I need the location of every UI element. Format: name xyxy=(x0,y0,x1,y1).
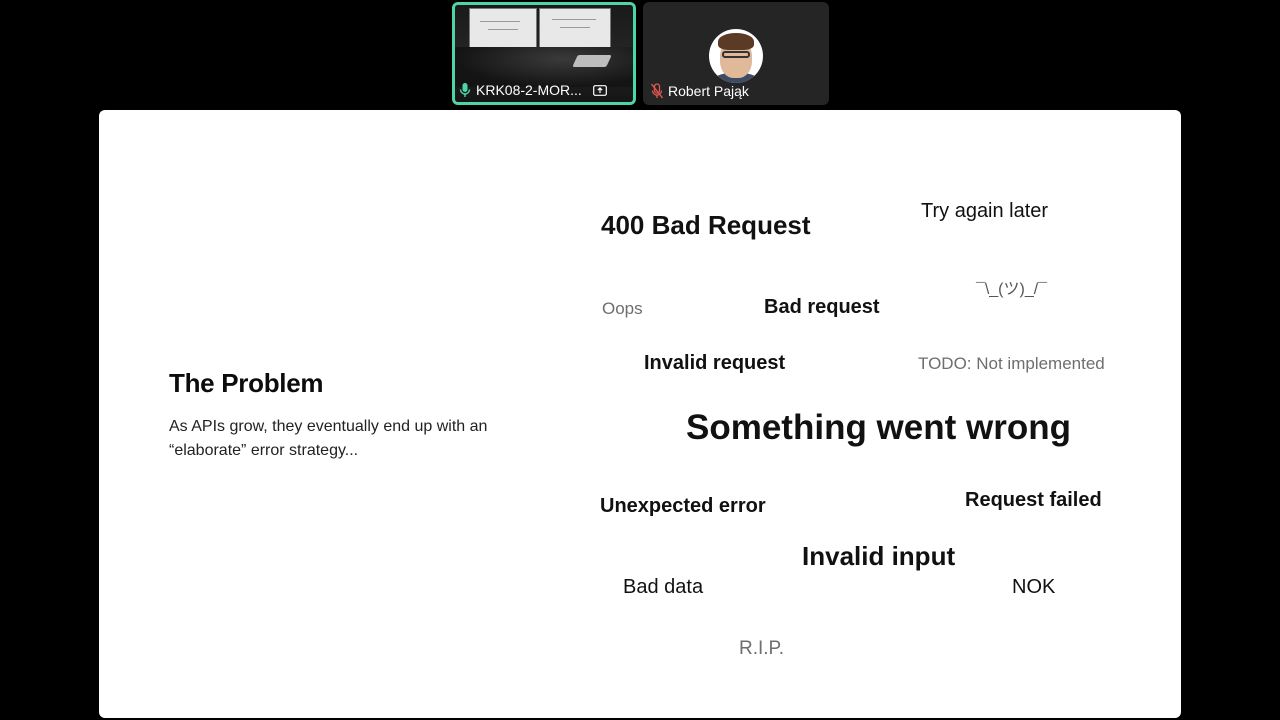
error-message-try-again-later: Try again later xyxy=(921,200,1049,222)
shared-slide: The Problem As APIs grow, they eventuall… xyxy=(99,110,1181,718)
slide-title: The Problem xyxy=(169,368,324,398)
slide-body-line-1: As APIs grow, they eventually end up wit… xyxy=(169,418,488,435)
error-message-bad-request: Bad request xyxy=(764,296,880,318)
mic-on-icon xyxy=(459,83,471,97)
error-message-oops: Oops xyxy=(602,299,643,318)
participant-name: KRK08-2-MOR... xyxy=(476,82,582,98)
avatar xyxy=(709,29,763,83)
room-table xyxy=(572,55,612,67)
participant-tile-room[interactable]: KRK08-2-MOR... xyxy=(452,2,636,105)
participant-tile-person[interactable]: Robert Pająk xyxy=(643,2,829,105)
error-message-nok: NOK xyxy=(1012,576,1056,598)
error-message-request-failed: Request failed xyxy=(965,489,1102,511)
participant-label-room: KRK08-2-MOR... xyxy=(459,82,607,98)
slide-body: As APIs grow, they eventually end up wit… xyxy=(169,415,539,463)
error-message-shrug: ¯\_(ツ)_/¯ xyxy=(976,281,1048,298)
room-video-feed xyxy=(455,5,633,102)
room-screen-right xyxy=(539,8,611,48)
error-message-rip: R.I.P. xyxy=(739,638,785,659)
error-message-unexpected-error: Unexpected error xyxy=(600,495,766,517)
screen-share-icon xyxy=(592,84,607,96)
error-message-something-went-wrong: Something went wrong xyxy=(686,408,1071,447)
room-screen-left xyxy=(469,8,537,48)
error-message-invalid-input: Invalid input xyxy=(802,541,956,571)
error-message-400-bad-request: 400 Bad Request xyxy=(601,210,811,240)
error-message-invalid-request: Invalid request xyxy=(644,352,786,374)
participant-name: Robert Pająk xyxy=(668,83,749,99)
error-message-todo: TODO: Not implemented xyxy=(918,354,1105,373)
mic-muted-icon xyxy=(651,83,663,99)
slide-body-line-2: “elaborate” error strategy... xyxy=(169,442,359,459)
error-message-bad-data: Bad data xyxy=(623,576,704,598)
participant-label-person: Robert Pająk xyxy=(651,83,749,99)
room-floor xyxy=(455,47,633,87)
